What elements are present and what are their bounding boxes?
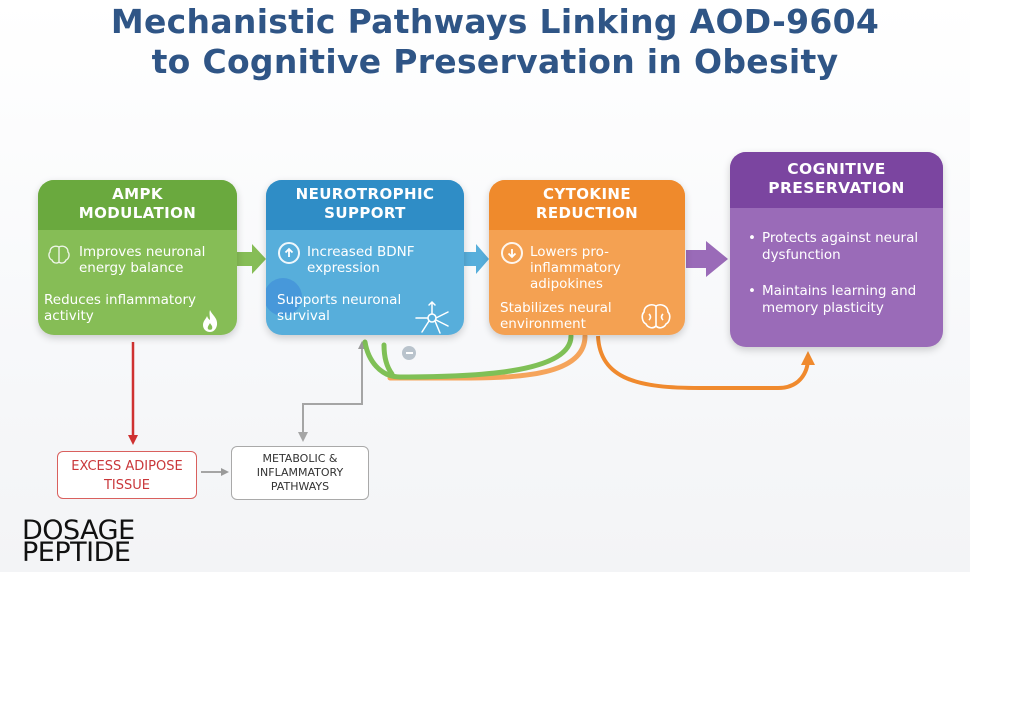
brand-wordmark: DOSAGE PEPTIDE bbox=[22, 515, 135, 568]
arrow-up-circle-icon bbox=[278, 242, 300, 264]
brain-icon bbox=[46, 242, 72, 268]
node-metabolic-line2: INFLAMMATORY bbox=[256, 466, 344, 479]
card-cytokine-heading: CYTOKINE REDUCTION bbox=[489, 180, 685, 230]
card-ampk-point-1: Improves neuronal energy balance bbox=[79, 244, 206, 276]
highlight-dot bbox=[266, 278, 302, 316]
card-cytokine-point-2: Stabilizes neural environment bbox=[500, 300, 612, 332]
card-cognitive-heading: COGNITIVE PRESERVATION bbox=[730, 152, 943, 208]
title-line-1: Mechanistic Pathways Linking AOD-9604 bbox=[110, 2, 880, 41]
card-cognitive-bullet-1: Protects against neural dysfunction bbox=[748, 230, 933, 264]
node-metabolic-inflammatory-pathways: METABOLIC & INFLAMMATORY PATHWAYS bbox=[231, 446, 369, 500]
card-cognitive-bullets: Protects against neural dysfunction Main… bbox=[748, 230, 933, 336]
title-line-2: to Cognitive Preservation in Obesity bbox=[151, 42, 839, 81]
card-ampk-heading-line2: MODULATION bbox=[78, 204, 197, 222]
card-ampk-heading-line1: AMPK bbox=[112, 185, 163, 203]
card-neurotrophic-heading: NEUROTROPHIC SUPPORT bbox=[266, 180, 464, 230]
card-cytokine-heading-line2: REDUCTION bbox=[535, 204, 639, 222]
card-cognitive-heading-line1: COGNITIVE bbox=[787, 160, 886, 178]
card-cognitive-heading-line2: PRESERVATION bbox=[768, 179, 905, 197]
arrow-down-circle-icon bbox=[501, 242, 523, 264]
card-neurotrophic-heading-line1: NEUROTROPHIC bbox=[295, 185, 435, 203]
card-cognitive-preservation: COGNITIVE PRESERVATION Protects against … bbox=[730, 152, 943, 347]
brain-icon bbox=[639, 302, 673, 335]
card-neurotrophic-heading-line2: SUPPORT bbox=[324, 204, 406, 222]
flame-icon bbox=[198, 308, 222, 335]
wordmark-line1: DOSAGE bbox=[22, 515, 135, 546]
card-ampk-heading: AMPK MODULATION bbox=[38, 180, 237, 230]
diagram-title: Mechanistic Pathways Linking AOD-9604 to… bbox=[0, 2, 990, 82]
card-neurotrophic-support: NEUROTROPHIC SUPPORT Increased BDNF expr… bbox=[266, 180, 464, 335]
card-neurotrophic-point-2: Supports neuronal survival bbox=[277, 292, 402, 324]
minus-circle-icon bbox=[402, 346, 416, 360]
card-neurotrophic-point-1: Increased BDNF expression bbox=[307, 244, 415, 276]
node-excess-adipose-tissue: EXCESS ADIPOSE TISSUE bbox=[57, 451, 197, 499]
card-cytokine-point-1: Lowers pro-inflammatory adipokines bbox=[530, 244, 621, 292]
card-cognitive-bullet-2: Maintains learning and memory plasticity bbox=[748, 283, 933, 317]
wordmark-line2: PEPTIDE bbox=[22, 537, 131, 568]
node-excess-line2: TISSUE bbox=[103, 478, 150, 493]
card-ampk-modulation: AMPK MODULATION Improves neuronal energy… bbox=[38, 180, 237, 335]
neuron-icon bbox=[412, 300, 452, 335]
node-excess-line1: EXCESS ADIPOSE bbox=[71, 459, 183, 474]
card-cytokine-heading-line1: CYTOKINE bbox=[542, 185, 632, 203]
node-metabolic-line1: METABOLIC & bbox=[262, 452, 338, 465]
card-cytokine-reduction: CYTOKINE REDUCTION Lowers pro-inflammato… bbox=[489, 180, 685, 335]
card-ampk-point-2: Reduces inflammatory activity bbox=[44, 292, 197, 324]
node-metabolic-line3: PATHWAYS bbox=[270, 480, 330, 493]
